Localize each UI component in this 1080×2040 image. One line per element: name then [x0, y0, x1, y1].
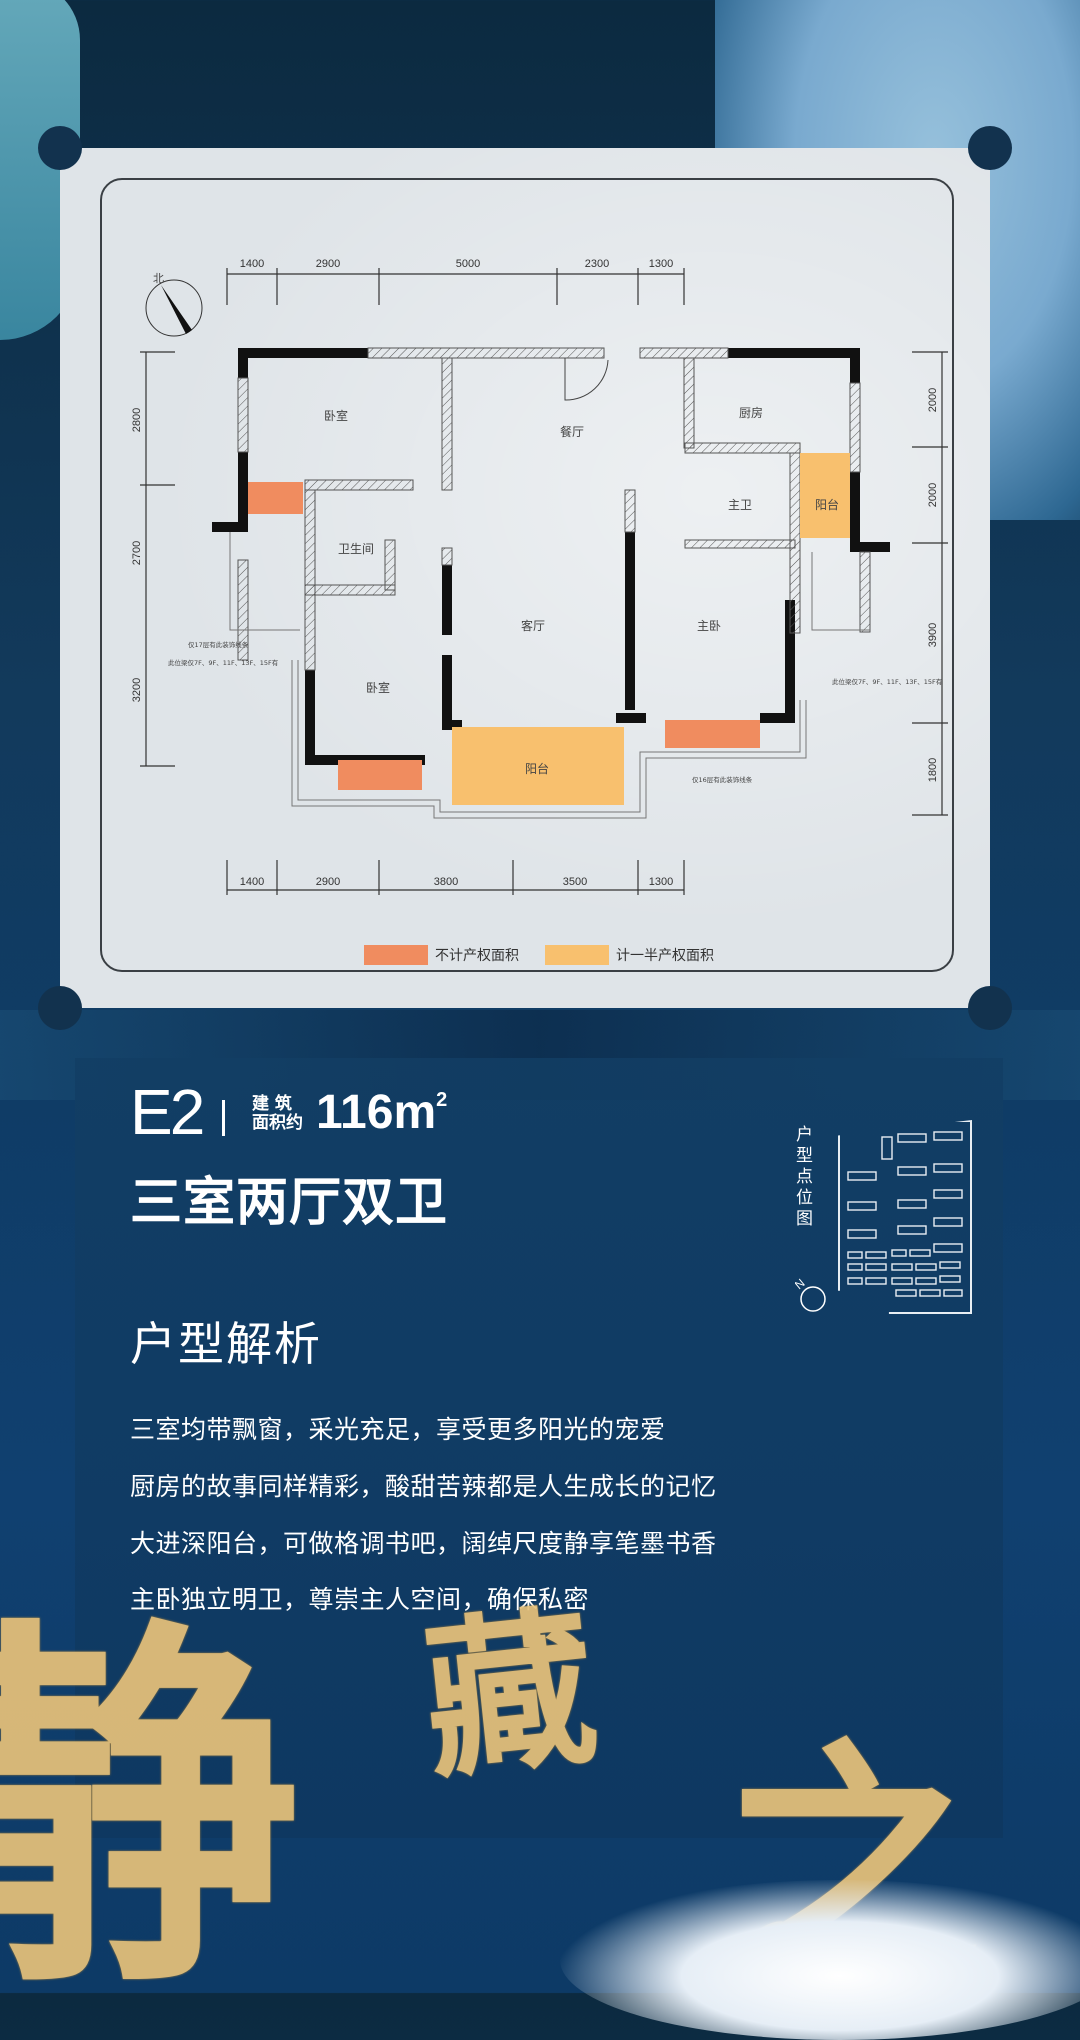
townhouse-rows [847, 1249, 963, 1297]
cloud-decoration [560, 1880, 1080, 2040]
non-property-area [665, 720, 760, 748]
plan-note: 仅16层有此装饰线条 [692, 775, 753, 784]
calligraphy-char: 藏 [415, 1586, 606, 1804]
building-cluster [847, 1131, 963, 1253]
calligraphy-char: 静 [0, 1586, 300, 2033]
area-number: 116m [316, 1086, 437, 1139]
card-corner [38, 126, 82, 170]
right-dim: 1800 [927, 758, 939, 782]
left-dim: 2700 [131, 541, 143, 565]
room-label: 阳台 [815, 497, 839, 512]
non-property-area [248, 482, 303, 514]
floor-plan-card: 1400 2900 5000 2300 1300 1400 2900 3800 … [38, 126, 1012, 1030]
room-label: 卧室 [366, 680, 390, 695]
room-label: 卧室 [324, 408, 348, 423]
non-property-area [338, 760, 422, 790]
location-map-label: 户型点位图 [796, 1125, 813, 1229]
legend-label: 计一半产权面积 [616, 948, 714, 964]
legend-swatch-non-property [364, 945, 428, 965]
floor-plan-drawing: 1400 2900 5000 2300 1300 1400 2900 3800 … [131, 258, 948, 965]
room-label: 卫生间 [338, 542, 374, 556]
top-dim: 5000 [456, 258, 480, 270]
top-dim: 2300 [585, 258, 609, 270]
area-label-line1: 建 筑 [252, 1094, 292, 1114]
plan-note: 此位梁仅7F、9F、11F、13F、15F有 [832, 677, 943, 686]
site-plan-icon [847, 1131, 963, 1297]
unit-code: E2 [130, 1076, 205, 1148]
analysis-line: 厨房的故事同样精彩，酸甜苦辣都是人生成长的记忆 [130, 1472, 717, 1501]
north-label: 北 [153, 272, 164, 285]
top-dim: 1300 [649, 258, 673, 270]
right-dim: 3900 [927, 623, 939, 647]
compass-north-icon: N [795, 1276, 826, 1312]
room-label: 餐厅 [560, 424, 584, 439]
right-dim: 2000 [927, 483, 939, 507]
room-label: 主卫 [728, 498, 752, 512]
north-compass-icon: 北 [145, 272, 203, 337]
half-property-area [800, 453, 850, 538]
bottom-dim: 3500 [563, 876, 587, 888]
area-unit-superscript: 2 [436, 1089, 448, 1111]
area-value: 116m2 [316, 1085, 447, 1140]
area-label: 建 筑 面积约 [252, 1095, 312, 1133]
bottom-dim: 3800 [434, 876, 458, 888]
legend-swatch-half-property [545, 945, 609, 965]
analysis-line: 大进深阳台，可做格调书吧，阔绰尺度静享笔墨书香 [130, 1529, 717, 1558]
info-panel [75, 1058, 1003, 1838]
room-label: 客厅 [521, 618, 545, 633]
analysis-line: 主卧独立明卫，尊崇主人空间，确保私密 [130, 1585, 590, 1614]
location-map [838, 1120, 972, 1314]
legend-label: 不计产权面积 [435, 948, 519, 964]
room-label: 厨房 [739, 405, 763, 420]
card-corner [968, 126, 1012, 170]
bottom-dim: 2900 [316, 876, 340, 888]
half-property-area [452, 727, 624, 805]
plan-note: 此位梁仅7F、9F、11F、13F、15F有 [168, 658, 279, 667]
plan-note: 仅17层有此装饰线条 [188, 640, 249, 649]
card-corner [38, 986, 82, 1030]
room-label: 主卧 [697, 619, 721, 633]
right-dim: 2000 [927, 388, 939, 412]
left-dim: 3200 [131, 678, 143, 702]
bottom-dim: 1400 [240, 876, 264, 888]
top-dim: 2900 [316, 258, 340, 270]
analysis-title: 户型解析 [130, 1317, 322, 1371]
divider [222, 1100, 225, 1136]
left-dim: 2800 [131, 408, 143, 432]
analysis-line: 三室均带飘窗，采光充足，享受更多阳光的宠爱 [130, 1415, 666, 1444]
card-corner [968, 986, 1012, 1030]
card-frame [100, 178, 954, 972]
unit-type: 三室两厅双卫 [130, 1173, 449, 1233]
area-label-line2: 面积约 [252, 1113, 303, 1133]
bottom-dim: 1300 [649, 876, 673, 888]
top-dim: 1400 [240, 258, 264, 270]
room-label: 阳台 [525, 761, 549, 776]
